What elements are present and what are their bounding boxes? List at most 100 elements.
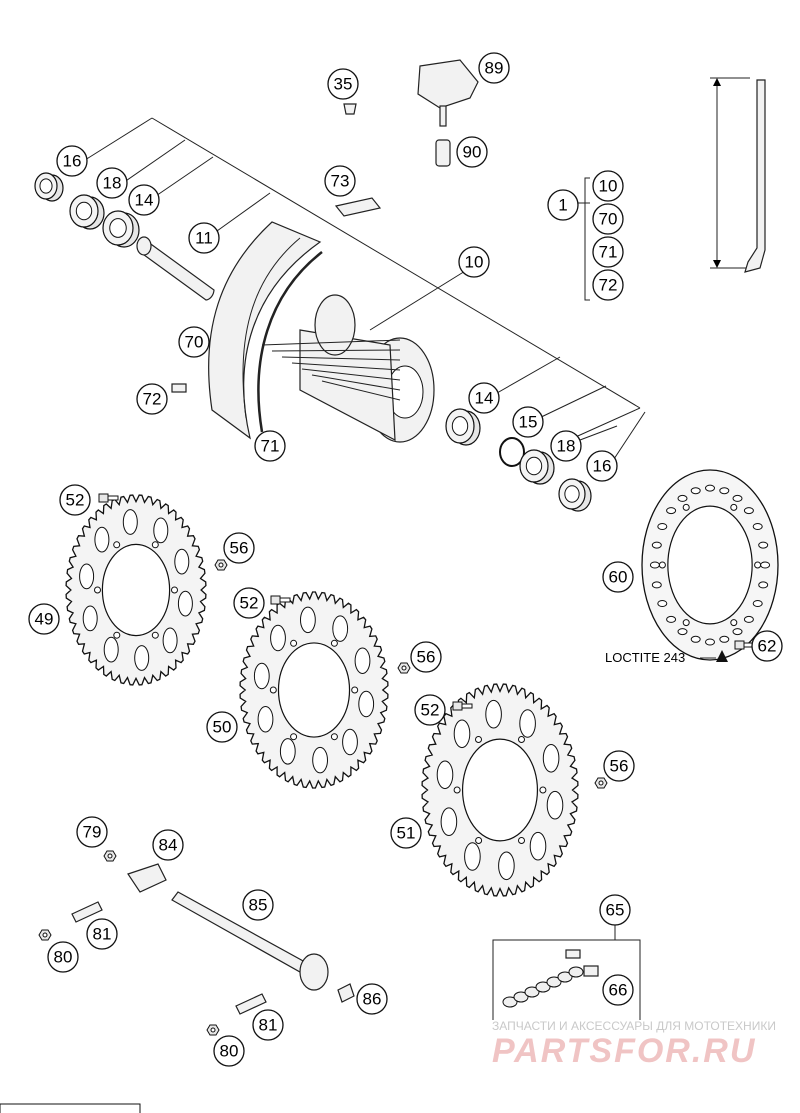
callout-circle [86,918,118,950]
callout-number: 89 [485,59,504,78]
sprocket-50-lightening-hole [354,647,371,674]
sprocket-49-lightening-hole [103,636,119,663]
nut-56b [397,662,411,674]
sprocket-51-bolt-hole [475,736,482,743]
bolt-head [734,640,745,650]
chain-kit-bracket [492,939,641,1020]
callout-number: 80 [54,948,73,967]
brake-disc-vent-hole [690,635,701,643]
sprocket-50-lightening-hole [257,706,274,733]
rim-lock-stem [439,105,447,127]
callout-c73: 73 [324,165,356,197]
leader-18 [119,139,186,186]
chain-link [513,991,529,1003]
chain-link [546,976,562,988]
callout-c86: 86 [356,983,388,1015]
callout-c10: 10 [458,246,490,278]
nut-bore [210,1027,216,1033]
callout-number: 80 [220,1042,239,1061]
sprocket-50-bolt-hole [330,639,338,647]
loctite-label: LOCTITE 243 [605,650,685,665]
callout-c79: 79 [76,816,108,848]
nut-80a [38,929,52,941]
callout-number: 14 [135,191,154,210]
callout-circle [213,1035,245,1067]
callout-circle [390,817,422,849]
callout-circle [233,587,265,619]
callout-k70: 70 [592,203,624,235]
brake-disc-bolt-hole [682,503,690,511]
leader-14b [489,356,561,398]
brake-disc-vent-hole [657,600,668,607]
callout-number: 49 [35,610,54,629]
brake-disc-vent-hole [651,581,662,589]
callout-number: 11 [195,229,213,248]
spoke-nipple [171,383,187,393]
callout-circle [28,603,60,635]
sprocket-51-lightening-hole [436,760,454,790]
brake-disc-vent-hole [705,484,715,492]
rim-lock-sleeve [435,139,451,167]
leader-11 [209,192,271,237]
callout-c71: 71 [254,430,286,462]
axle-85 [171,891,306,973]
brake-disc-vent-hole [690,487,701,495]
spoke-part [744,79,766,273]
callout-circle [59,484,91,516]
callout-circle [603,750,635,782]
callout-number: 72 [599,276,618,295]
bearing-14-right-bore [451,416,469,436]
sprocket-50-bolt-hole [351,686,359,694]
callout-circle [456,136,488,168]
callout-c90: 90 [456,136,488,168]
leader-18b [579,425,618,441]
axle-head [299,953,329,991]
bolt-shank [107,495,119,501]
chain-adjuster-84 [127,863,167,893]
brake-disc-bolt-hole [658,561,666,569]
spoke [321,380,401,401]
rim-spoke-edge [257,251,323,433]
rim-inner-edge [242,237,301,419]
callout-circle [592,269,624,301]
seal-18-right [519,449,555,485]
sprocket-51-lightening-hole [542,744,560,773]
spoke [311,374,401,391]
leader-14 [149,156,214,201]
callout-number: 65 [606,901,625,920]
sprocket-49-lightening-hole [122,509,138,535]
callout-c16a: 16 [56,145,88,177]
callout-number: 73 [331,172,350,191]
callout-c51: 51 [390,817,422,849]
callout-number: 85 [249,896,268,915]
callout-circle [152,829,184,861]
sprocket-51-lightening-hole [464,842,481,871]
bolt-52a [98,493,119,503]
brake-disc-vent-hole [752,523,763,530]
sprocket-49-lightening-hole [79,563,95,590]
callout-number: 71 [261,437,280,456]
callout-number: 52 [240,594,259,613]
callout-c1: 1 [547,189,579,221]
nut-bore [218,562,224,568]
callout-circle [592,170,624,202]
callout-k10: 10 [592,170,624,202]
brake-disc-vent-hole [719,487,730,495]
nut-bore [401,665,407,671]
chain-link [502,996,518,1008]
brake-disc-vent-hole [758,541,769,549]
distance-sleeve [139,241,215,301]
brake-disc-vent-hole [705,638,715,646]
sprocket-51-lightening-hole [498,851,515,881]
callout-circle [586,450,618,482]
brake-disc-vent-hole [666,507,677,515]
bearing-14-bore [109,218,127,238]
brake-disc-vent-hole [743,615,754,623]
callout-c89: 89 [478,52,510,84]
spoke [281,356,401,361]
callout-number: 52 [421,701,440,720]
sprocket-51-lightening-hole [519,709,536,738]
callout-number: 90 [463,143,482,162]
brake-disc-vent-hole [760,561,771,569]
sprocket-49-lightening-hole [82,605,98,632]
